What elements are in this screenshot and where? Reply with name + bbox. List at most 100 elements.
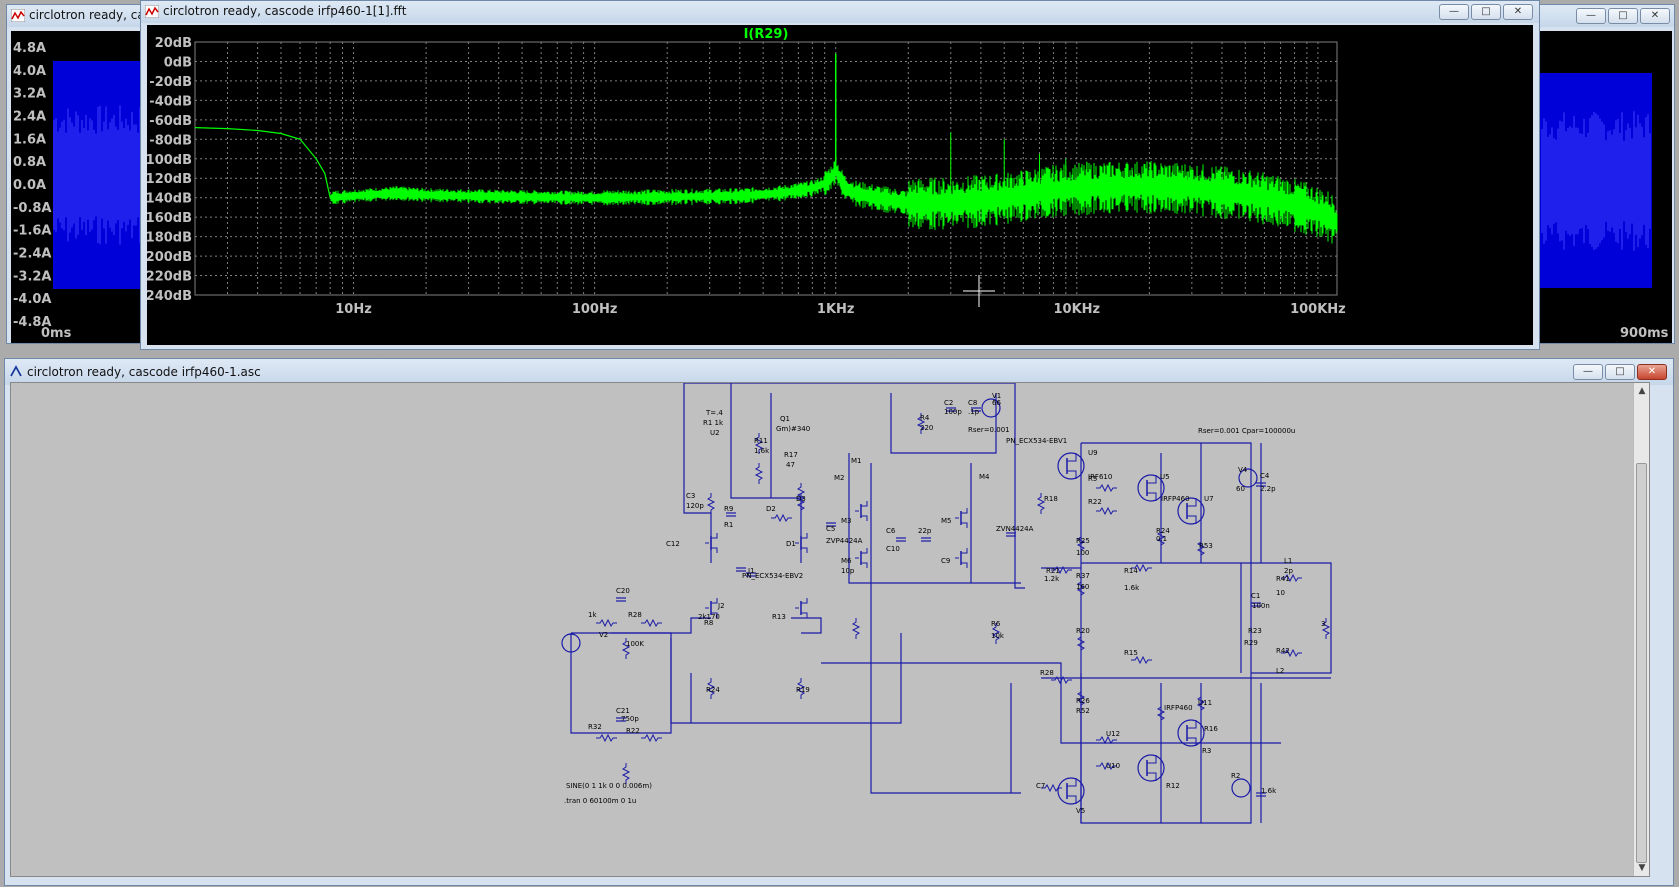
right-x-end-label: 900ms — [1620, 326, 1669, 341]
schematic-label: R9 — [724, 505, 733, 513]
schematic-close-button[interactable]: ✕ — [1637, 364, 1667, 380]
fft-minimize-button[interactable]: — — [1439, 4, 1469, 20]
schematic-vertical-scrollbar[interactable]: ▲ ▼ — [1633, 383, 1649, 876]
schematic-wire — [571, 617, 711, 634]
mosfet-symbol — [1177, 719, 1205, 747]
resistor-symbol — [596, 618, 617, 628]
schematic-label: R18 — [1044, 495, 1058, 503]
resistor-symbol — [1096, 735, 1117, 745]
right-transient-plot[interactable]: 900ms — [1540, 31, 1672, 343]
capacitor-symbol — [896, 537, 906, 542]
schematic-label: R53 — [1199, 542, 1213, 550]
scroll-up-icon[interactable]: ▲ — [1638, 386, 1646, 396]
schematic-label: R22 — [1088, 498, 1102, 506]
left-window-titlebar[interactable]: circlotron ready, cascode — [7, 5, 180, 27]
schematic-wire — [870, 463, 1021, 794]
small-fet-symbol — [705, 533, 718, 553]
resistor-symbol — [916, 413, 926, 434]
fft-y-tick-label: -80dB — [149, 133, 192, 148]
left-y-tick-label: -1.6A — [13, 224, 52, 239]
right-transient-svg: 900ms — [1540, 73, 1669, 341]
schematic-label: R8 — [704, 619, 713, 627]
schematic-label: 220 — [920, 424, 933, 432]
right-maximize-button[interactable]: □ — [1608, 8, 1638, 24]
resistor-symbol — [596, 733, 617, 743]
schematic-label: U12 — [1106, 730, 1120, 738]
right-window-titlebar[interactable]: — □ ✕ — [1536, 5, 1674, 27]
schematic-label: R12 — [1166, 782, 1180, 790]
schematic-label: R14 — [1124, 567, 1138, 575]
resistor-symbol — [754, 433, 764, 454]
left-y-tick-label: -3.2A — [13, 269, 52, 284]
scrollbar-thumb[interactable] — [1636, 463, 1647, 863]
schematic-maximize-button[interactable]: □ — [1605, 364, 1635, 380]
schematic-label: .tran 0 60100m 0 1u — [564, 797, 636, 805]
schematic-label: R3 — [1202, 747, 1211, 755]
schematic-wire — [730, 383, 802, 563]
schematic-label: R37 — [1076, 572, 1090, 580]
fft-plot-area[interactable]: 20dB0dB-20dB-40dB-60dB-80dB-100dB-120dB-… — [147, 25, 1533, 345]
capacitor-symbol — [946, 407, 956, 412]
capacitor-symbol — [736, 567, 746, 572]
schematic-label: 2.2p — [1260, 485, 1276, 493]
schematic-label: R5 — [1088, 475, 1097, 483]
resistor-symbol — [1076, 633, 1086, 654]
schematic-label: C3 — [686, 492, 695, 500]
mosfet-symbol — [1057, 452, 1085, 480]
resistor-symbol — [1096, 761, 1117, 771]
resistor-symbol — [851, 618, 861, 639]
resistor-symbol — [1131, 655, 1152, 665]
schematic-label: D3 — [796, 495, 806, 503]
resistor-symbol — [1051, 675, 1072, 685]
schematic-label: C6 — [886, 527, 896, 535]
voltage-source-symbol — [1231, 778, 1251, 798]
fft-y-tick-label: -240dB — [147, 289, 192, 304]
schematic-label: R24 — [1156, 527, 1170, 535]
resistor-symbol — [1281, 573, 1302, 583]
schematic-minimize-button[interactable]: — — [1573, 364, 1603, 380]
schematic-label: U2 — [710, 429, 720, 437]
capacitor-symbol — [616, 597, 626, 602]
resistor-symbol — [706, 678, 716, 699]
fft-close-button[interactable]: ✕ — [1503, 4, 1533, 20]
resistor-symbol — [1281, 648, 1302, 658]
schematic-label: 22p — [918, 527, 932, 535]
schematic-label: R26 — [1076, 697, 1090, 705]
mosfet-symbol — [1057, 777, 1085, 805]
schematic-label: R32 — [588, 723, 602, 731]
schematic-label: R15 — [1124, 649, 1138, 657]
right-minimize-button[interactable]: — — [1576, 8, 1606, 24]
mosfet-symbol — [1137, 474, 1165, 502]
schematic-label: 2p — [1284, 567, 1293, 575]
schematic-titlebar[interactable]: circlotron ready, cascode irfp460-1.asc … — [5, 359, 1673, 385]
fft-chart: 20dB0dB-20dB-40dB-60dB-80dB-100dB-120dB-… — [147, 27, 1346, 317]
schematic-label: M4 — [979, 473, 990, 481]
schematic-label: R20 — [1076, 627, 1090, 635]
schematic-label: 1.6k — [754, 447, 770, 455]
schematic-label: R1 1k — [703, 419, 724, 427]
schematic-label: R1 — [724, 521, 733, 529]
schematic-label: R25 — [1076, 537, 1090, 545]
fft-maximize-button[interactable]: □ — [1471, 4, 1501, 20]
right-close-button[interactable]: ✕ — [1640, 8, 1670, 24]
schematic-label: 10p — [841, 567, 855, 575]
fft-window-titlebar[interactable]: circlotron ready, cascode irfp460-1[1].f… — [141, 1, 1539, 23]
resistor-symbol — [706, 493, 716, 514]
resistor-symbol — [1156, 703, 1166, 724]
fft-y-tick-label: -160dB — [147, 211, 192, 226]
fft-window[interactable]: circlotron ready, cascode irfp460-1[1].f… — [140, 0, 1540, 350]
fft-x-tick-label: 100KHz — [1290, 302, 1346, 317]
right-transient-window[interactable]: — □ ✕ 900ms — [1535, 4, 1675, 344]
schematic-label: 100n — [1252, 602, 1270, 610]
left-y-tick-label: 4.8A — [13, 41, 46, 56]
schematic-label: 1k — [588, 611, 597, 619]
scroll-down-icon[interactable]: ▼ — [1638, 863, 1646, 873]
schematic-label: C7 — [1036, 782, 1045, 790]
schematic-label: R13 — [772, 613, 786, 621]
schematic-label: C4 — [1260, 472, 1270, 480]
schematic-label: .1p — [968, 408, 980, 416]
fft-y-tick-label: -100dB — [147, 153, 192, 168]
